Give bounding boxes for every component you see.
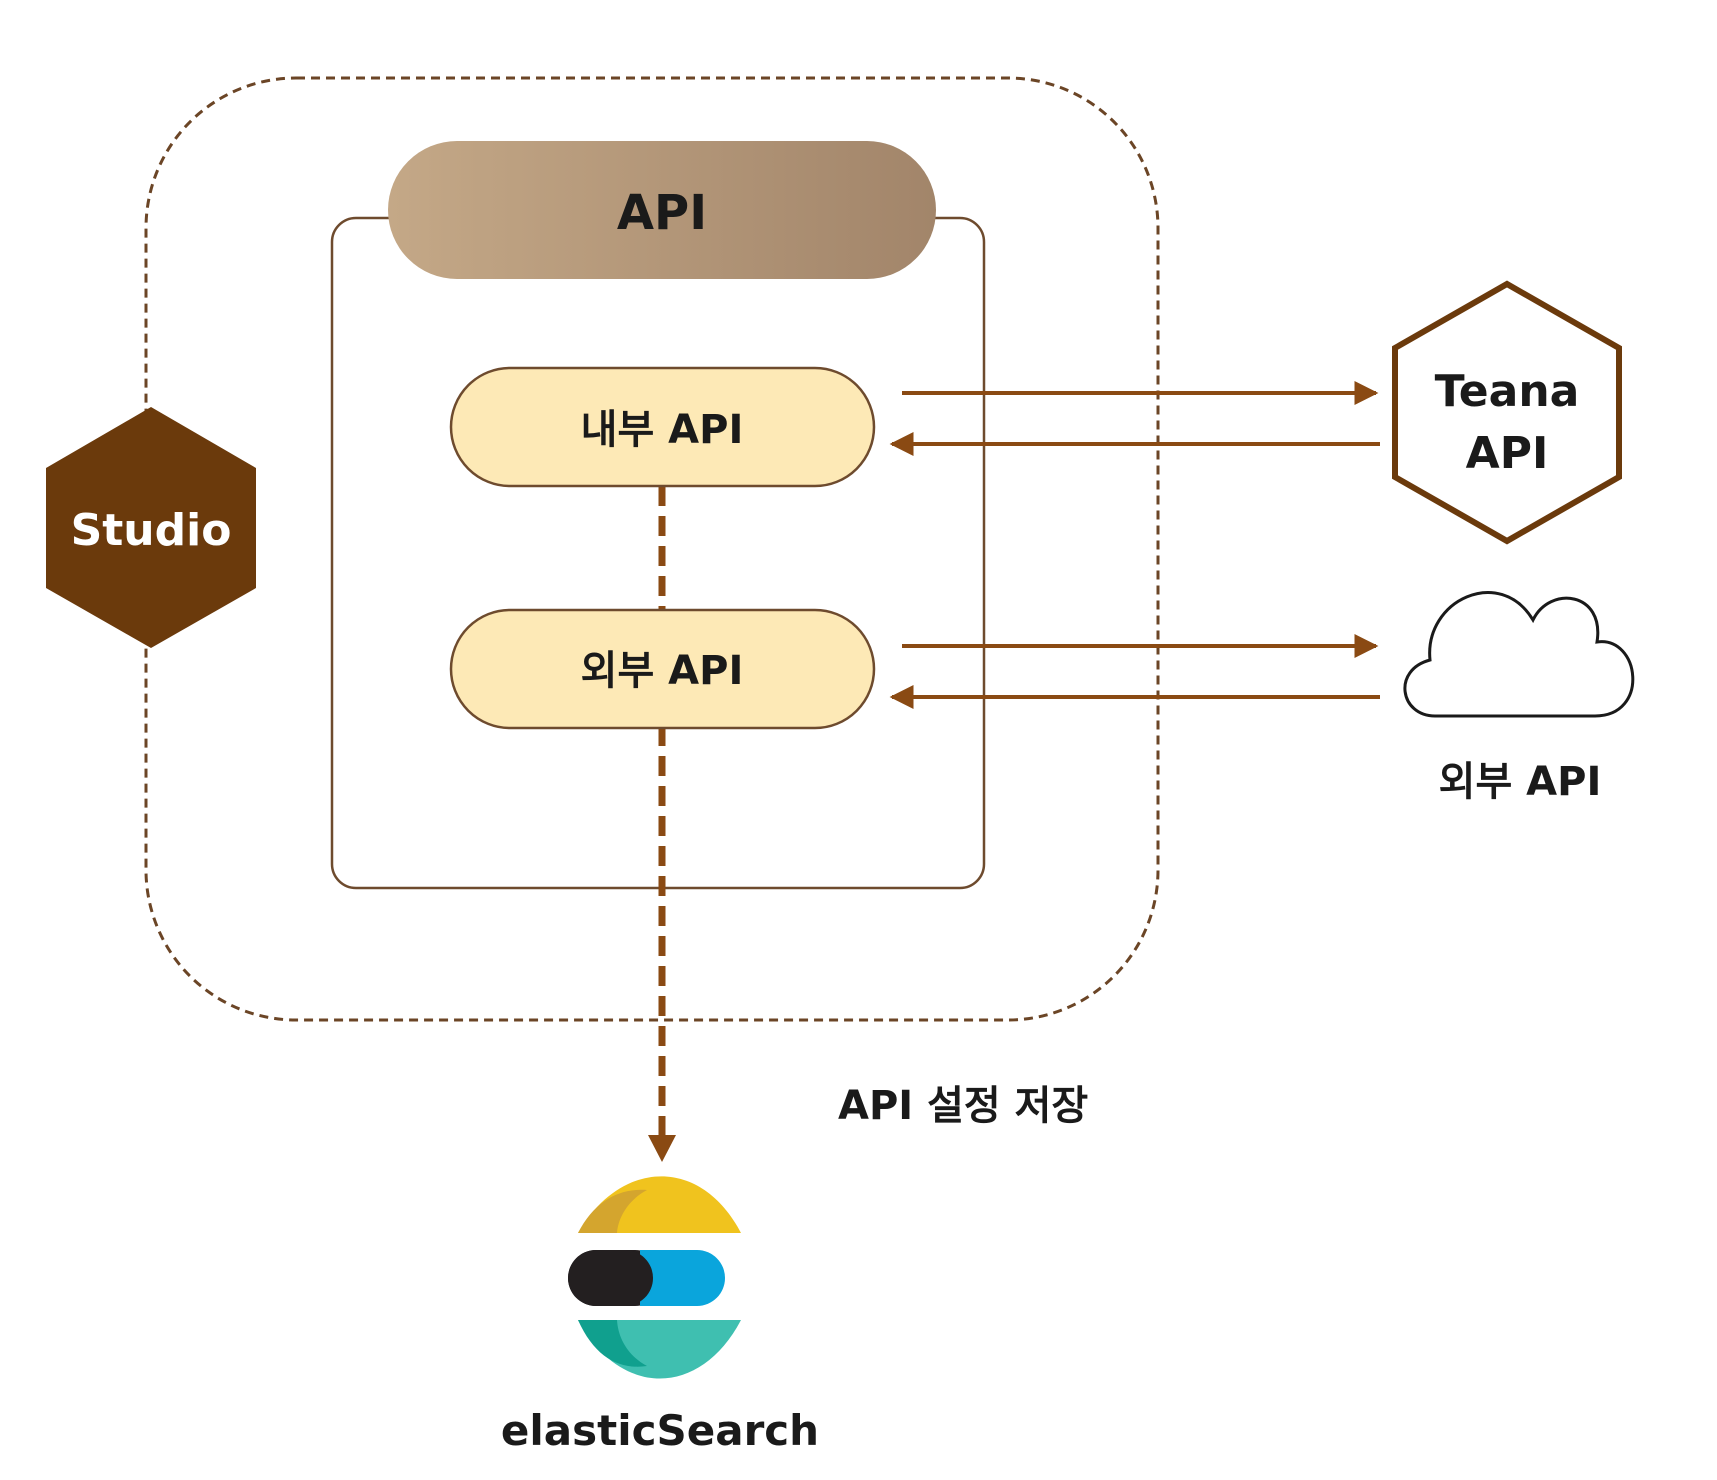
api-header-pill [388, 141, 936, 279]
internal-api-node [449, 366, 876, 488]
teana-label-line2: API [1466, 428, 1549, 479]
teana-label-line1: Teana [1435, 366, 1580, 417]
external-api-node [449, 608, 876, 730]
teana-hexagon-outline-icon [1392, 280, 1622, 545]
elasticsearch-label: elasticSearch [501, 1406, 819, 1455]
external-api-label: 외부 API [581, 648, 744, 694]
studio-label: Studio [71, 505, 232, 556]
studio-hexagon-icon [46, 407, 256, 648]
cloud-external-api-label: 외부 API [1439, 759, 1602, 805]
external-cloud-icon [1403, 591, 1635, 718]
elasticsearch-logo-icon [568, 1176, 741, 1379]
api-container [330, 216, 986, 890]
save-arrow-head [648, 1135, 676, 1162]
api-header-label: API [617, 185, 707, 241]
internal-api-label: 내부 API [581, 407, 744, 453]
save-config-label: API 설정 저장 [838, 1083, 1088, 1129]
